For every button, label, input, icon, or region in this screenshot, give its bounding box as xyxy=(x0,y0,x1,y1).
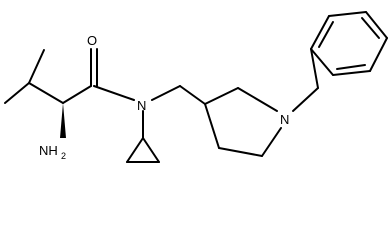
bond-benzene-5 xyxy=(332,70,371,76)
bond-n-benzyl-ch2 xyxy=(292,87,319,112)
structure-canvas: O N N NH 2 xyxy=(4,11,388,163)
bond-cyclopropyl-right xyxy=(142,137,160,163)
bond-amide-n-ch2 xyxy=(151,85,181,101)
bond-benzene-4 xyxy=(369,37,388,72)
bond-ring-c2-n1 xyxy=(237,87,278,112)
bond-benzene-6 xyxy=(310,48,334,76)
bond-carbonyl-amide-n xyxy=(93,85,135,101)
bond-ch3-lower xyxy=(4,82,30,104)
bond-benzene-inner-1 xyxy=(318,21,334,48)
amide-nitrogen-label: N xyxy=(137,98,146,113)
bond-ring-c4-c3 xyxy=(204,103,220,149)
bond-isopropyl-alpha xyxy=(28,82,64,104)
amine-subscript-label: 2 xyxy=(61,151,66,161)
bond-ring-n1-c5 xyxy=(261,127,282,157)
amine-nh-label: NH xyxy=(39,143,58,158)
bond-benzene-3 xyxy=(365,11,388,39)
stereo-wedge-bond xyxy=(60,103,66,138)
bond-ring-c3-c2 xyxy=(204,87,239,105)
bond-benzyl-ch2-phenyl xyxy=(310,48,319,89)
bond-benzene-inner-2 xyxy=(361,17,380,39)
bond-ch2-ring xyxy=(179,85,206,105)
bond-alpha-carbonyl xyxy=(62,85,92,104)
molecule-diagram: O N N NH 2 xyxy=(4,11,388,163)
bond-ch3-upper xyxy=(28,49,45,84)
ring-nitrogen-label: N xyxy=(280,112,289,127)
oxygen-atom-label: O xyxy=(87,33,97,48)
bond-benzene-1 xyxy=(310,15,330,50)
bond-benzene-2 xyxy=(328,11,367,17)
bond-benzene-inner-3 xyxy=(336,64,366,70)
bond-ring-c5-c4 xyxy=(218,147,263,157)
bond-cyclopropyl-left xyxy=(126,137,144,163)
